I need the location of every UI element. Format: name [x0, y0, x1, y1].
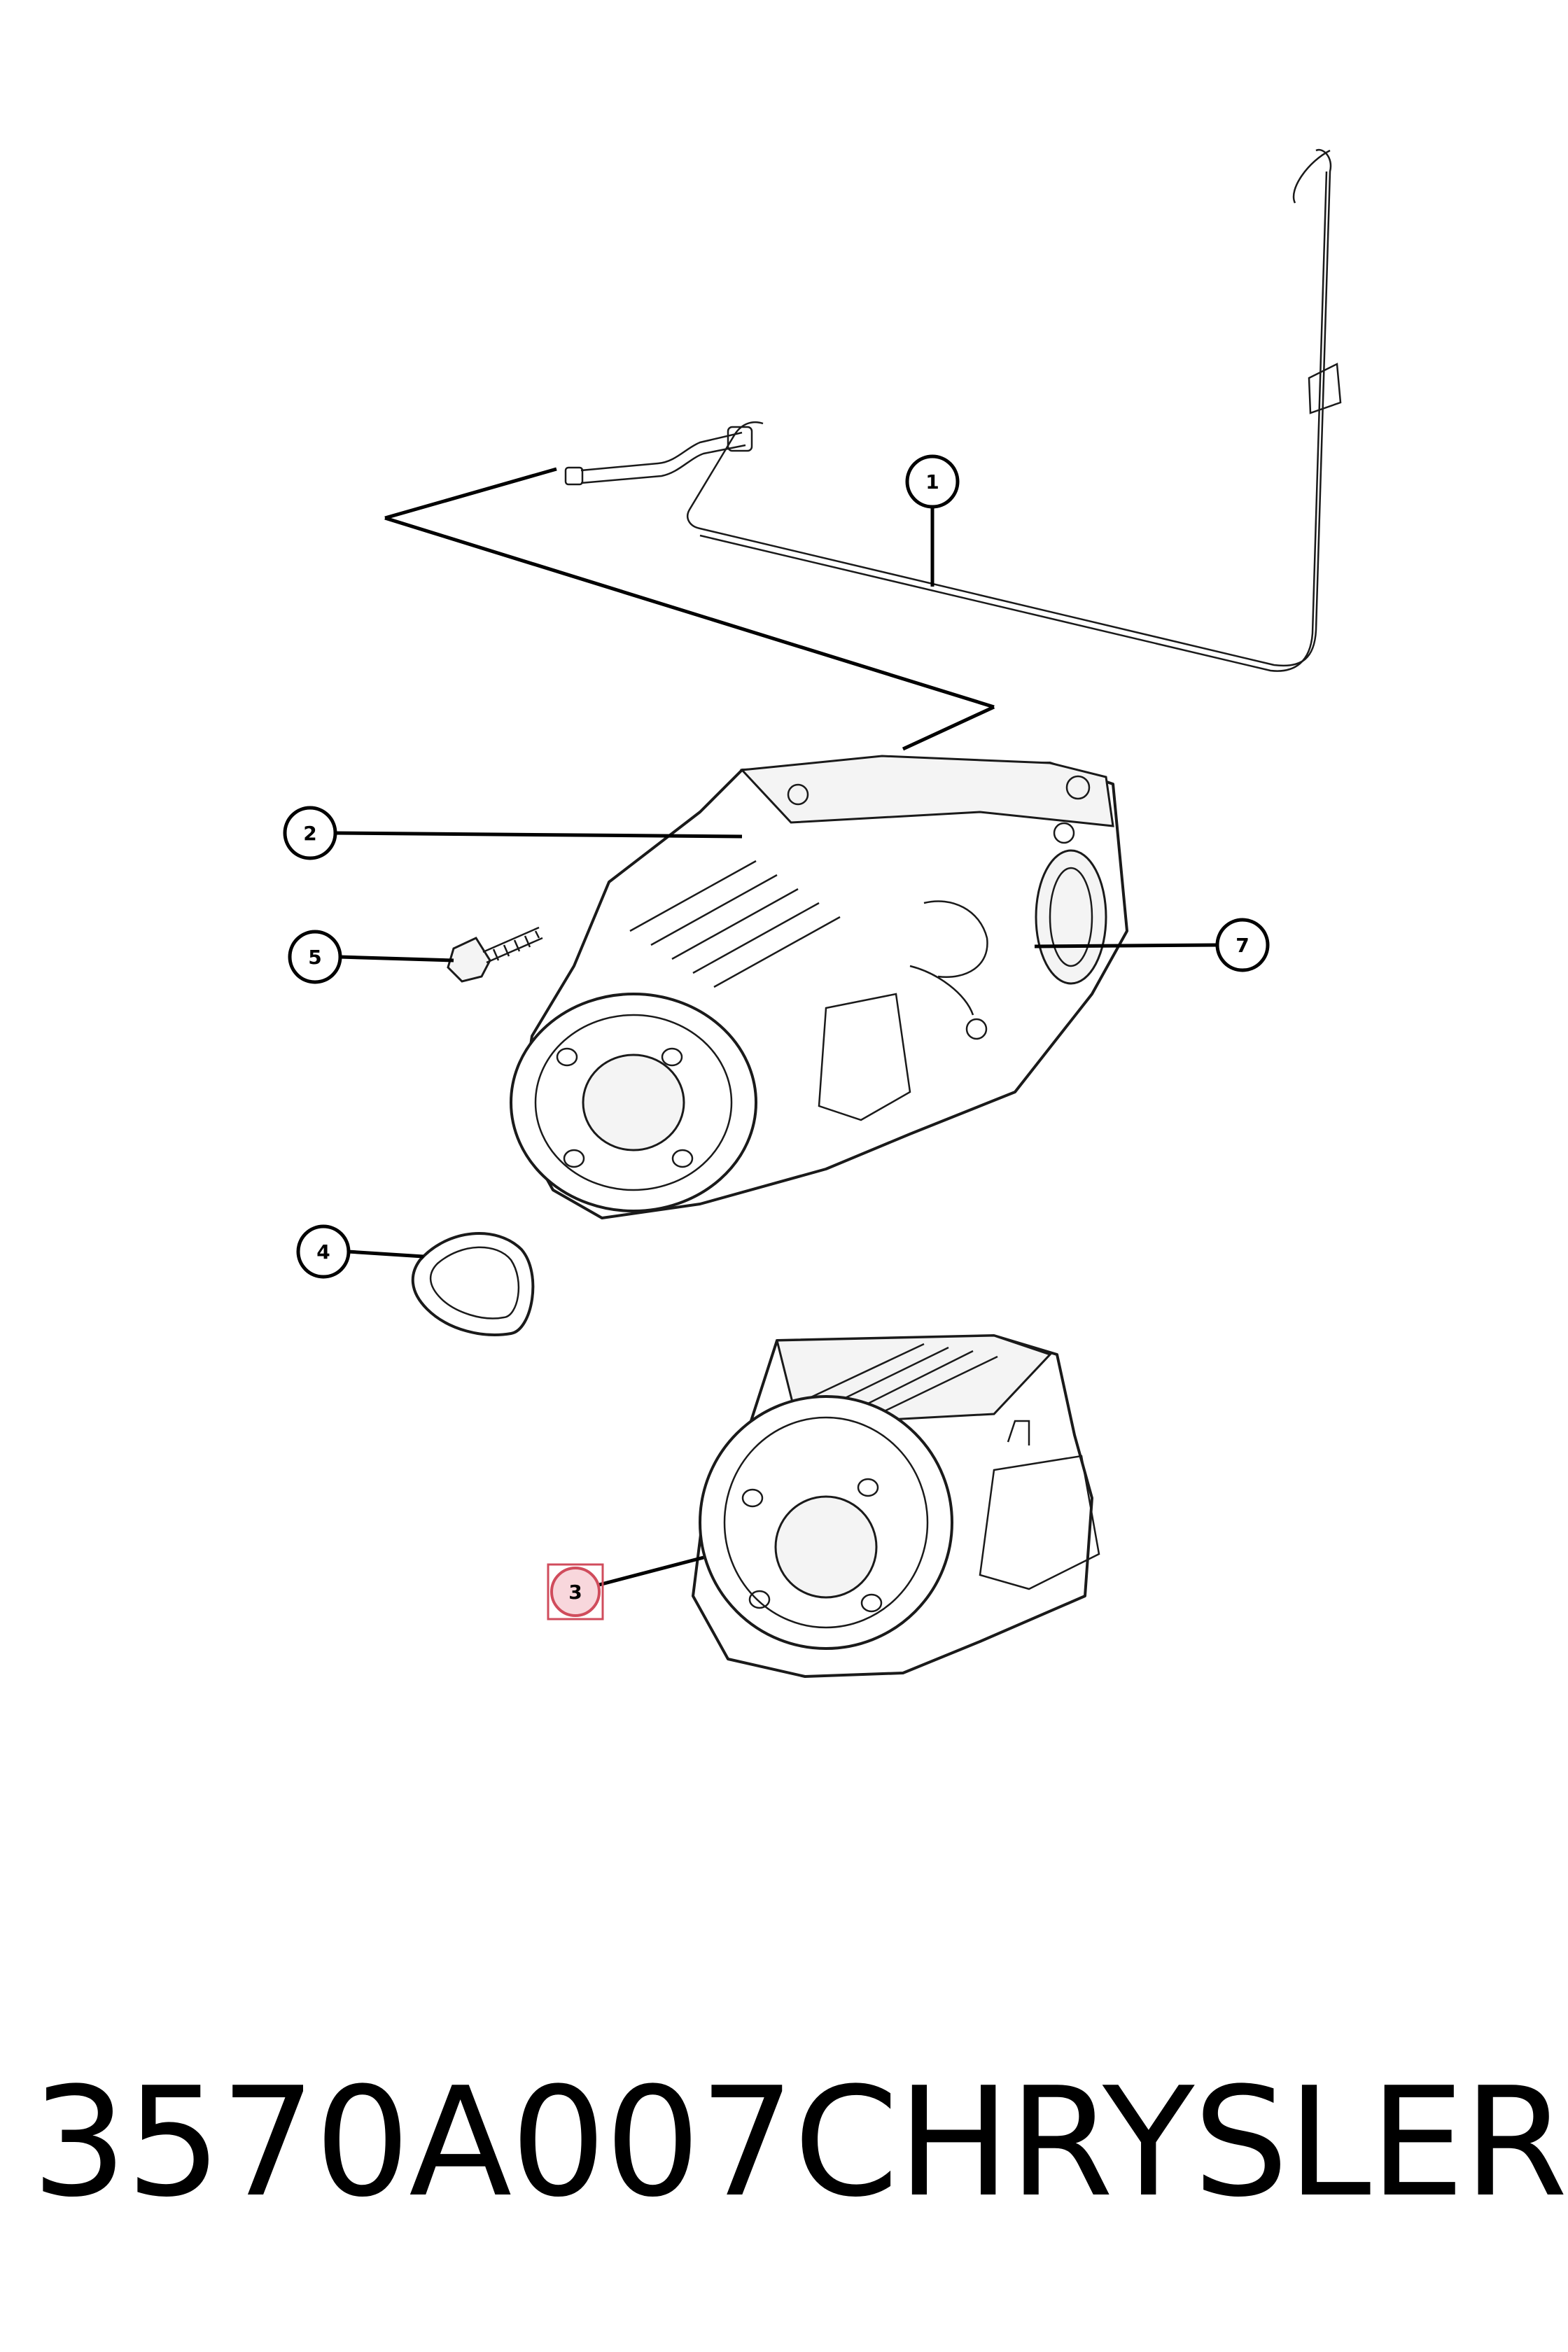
power-transfer-unit-part[interactable] — [510, 755, 1128, 1219]
svg-text:1: 1 — [925, 470, 939, 493]
brand-name: CHRYSLER — [793, 2054, 1568, 2230]
drive-housing-part[interactable] — [692, 1334, 1100, 1678]
svg-text:2: 2 — [303, 822, 316, 845]
gasket-part[interactable] — [411, 1232, 535, 1336]
leader-line-5 — [339, 955, 454, 962]
callout-5[interactable]: 5 — [288, 930, 342, 984]
callout-2[interactable]: 2 — [283, 806, 337, 860]
bolt-part[interactable] — [447, 926, 543, 983]
svg-text:7: 7 — [1236, 934, 1249, 957]
callout-4[interactable]: 4 — [296, 1224, 351, 1279]
leader-line-4 — [347, 1250, 424, 1259]
svg-text:3: 3 — [568, 1581, 582, 1604]
callout-3-highlighted[interactable]: 3 — [547, 1563, 604, 1620]
vent-tube-part[interactable] — [564, 148, 1342, 672]
leader-line-1a — [384, 467, 557, 520]
part-number: 3570A007 — [31, 2054, 795, 2230]
leader-line-1b — [384, 516, 995, 709]
svg-text:4: 4 — [316, 1240, 330, 1264]
leader-line-1c — [902, 705, 995, 751]
leader-line-2 — [333, 831, 743, 839]
leader-line-3 — [596, 1555, 704, 1588]
parts-diagram: 1 2 5 7 4 3 — [283, 148, 1342, 1678]
callout-1[interactable]: 1 — [905, 454, 960, 509]
svg-text:5: 5 — [308, 946, 321, 969]
leader-line-7 — [1034, 943, 1219, 948]
footer-caption: 3570A007 CHRYSLER — [0, 2016, 1568, 2268]
callout-7[interactable]: 7 — [1215, 918, 1270, 972]
